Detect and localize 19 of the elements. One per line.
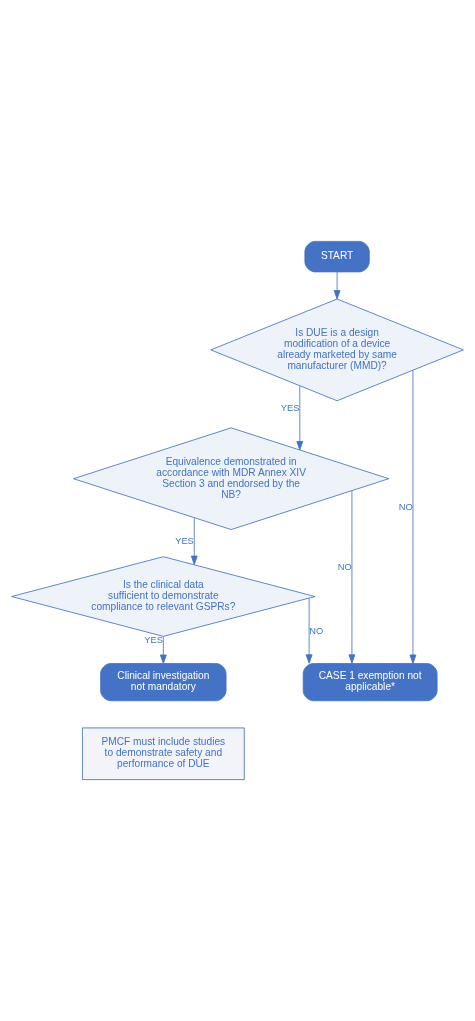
arrow [305, 597, 313, 664]
arrow [409, 370, 417, 664]
edge-label: YES [175, 536, 194, 547]
edge-label: NO [398, 501, 413, 512]
edge-label: YES [144, 635, 163, 646]
edge-label: YES [280, 402, 300, 413]
edge-label: NO [309, 626, 324, 637]
arrow [348, 490, 356, 664]
arrow [333, 271, 341, 300]
arrow [159, 636, 167, 664]
node-diamond: Is DUE is a design modification of a device already marketed by same manufacturer (MMD)? [210, 298, 464, 402]
arrow [296, 385, 304, 451]
node-box: CASE 1 exemption not applicable* [302, 663, 438, 702]
arrow [190, 517, 198, 565]
node-box: Clinical investigation not mandatory [100, 663, 227, 702]
edge-label: NO [337, 562, 352, 573]
node-box: START [304, 240, 370, 273]
node-diamond: Equivalence demonstrated in accordance with MDR Annex XIV Section 3 and endorsed by the NB? [73, 427, 390, 530]
node-box: PMCF must include studies to demonstrate safety and performance of DUE [81, 727, 245, 781]
